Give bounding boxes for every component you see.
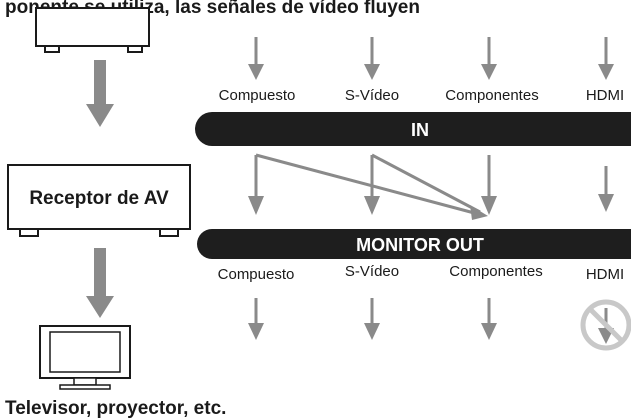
receiver-box: Receptor de AV (7, 164, 191, 237)
output-arrows (248, 298, 614, 344)
in-bar-label: IN (411, 120, 429, 140)
input-label-svideo: S-Vídeo (345, 87, 399, 104)
output-labels: Compuesto S-Vídeo Componentes HDMI (218, 263, 625, 283)
monitor-out-bar-label: MONITOR OUT (356, 235, 484, 255)
input-labels: Compuesto S-Vídeo Componentes HDMI (219, 87, 625, 104)
in-bar: IN (195, 112, 631, 146)
output-label-componentes: Componentes (449, 263, 542, 280)
output-label-compuesto: Compuesto (218, 266, 295, 283)
monitor-out-bar: MONITOR OUT (197, 229, 631, 259)
tv-icon (39, 325, 131, 390)
input-label-hdmi: HDMI (586, 87, 624, 104)
input-label-componentes: Componentes (445, 87, 538, 104)
receiver-label: Receptor de AV (29, 188, 169, 209)
prohibited-icon (580, 299, 631, 351)
input-arrows (248, 37, 614, 80)
conversion-arrows (248, 153, 614, 220)
arrow-source-to-receiver (86, 60, 114, 127)
output-label-svideo: S-Vídeo (345, 263, 399, 280)
footer-label: Televisor, proyector, etc. (5, 398, 226, 419)
arrow-receiver-to-tv (86, 248, 114, 318)
source-device (35, 7, 150, 53)
input-label-compuesto: Compuesto (219, 87, 296, 104)
output-label-hdmi: HDMI (586, 266, 624, 283)
